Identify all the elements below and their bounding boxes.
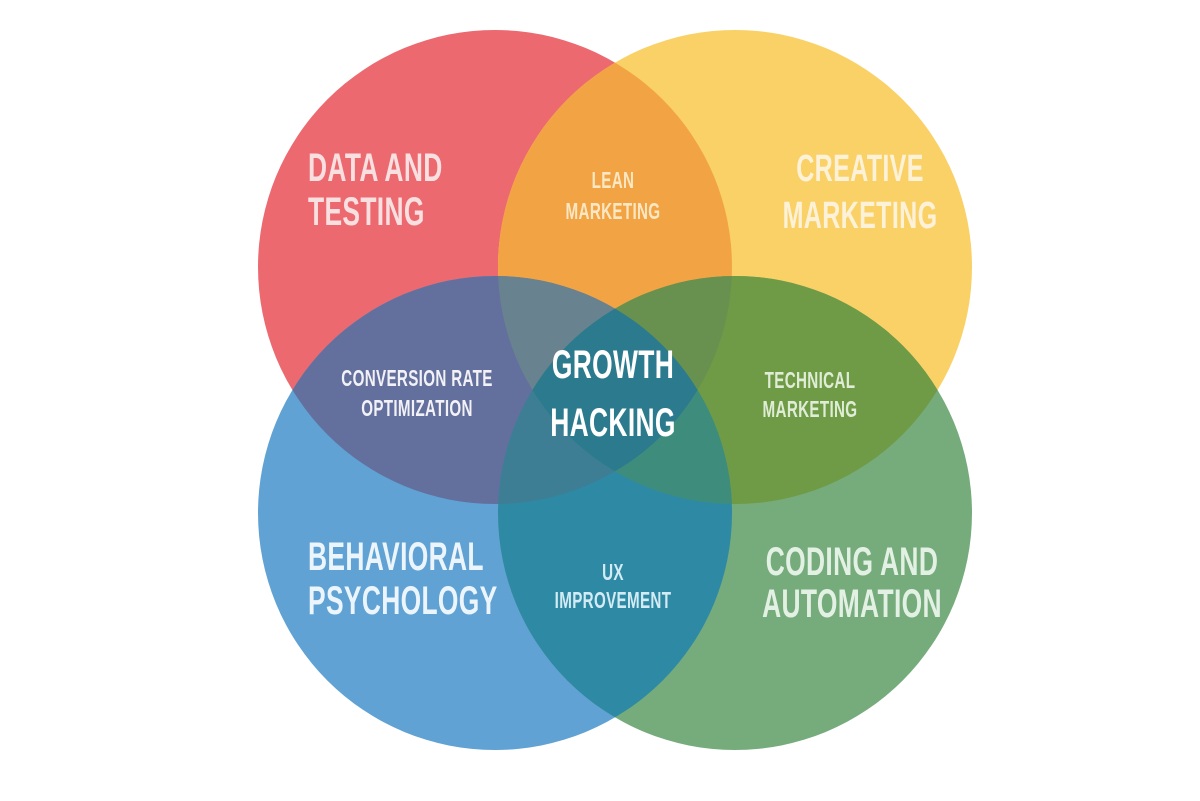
region-growth-hacking-center bbox=[498, 276, 732, 504]
label-lean-marketing: LEAN MARKETING bbox=[514, 165, 712, 227]
label-conversion-rate-optimization: CONVERSION RATE OPTIMIZATION bbox=[331, 363, 503, 423]
label-line: IMPROVEMENT bbox=[554, 587, 672, 613]
label-coding-and-automation: CODING AND AUTOMATION bbox=[746, 541, 957, 625]
label-creative-marketing: CREATIVE MARKETING bbox=[754, 146, 965, 240]
label-line: CREATIVE bbox=[796, 148, 924, 190]
label-line: MARKETING bbox=[565, 198, 661, 224]
label-line: LEAN bbox=[591, 167, 635, 193]
label-line: TESTING bbox=[308, 190, 425, 234]
label-line: GROWTH bbox=[551, 343, 675, 387]
label-line: BEHAVIORAL bbox=[308, 535, 484, 579]
label-line: CONVERSION RATE bbox=[341, 365, 493, 391]
label-line: MARKETING bbox=[782, 195, 938, 237]
label-line: UX bbox=[602, 559, 624, 585]
label-line: CODING AND bbox=[765, 540, 939, 584]
label-line: TECHNICAL bbox=[764, 367, 856, 393]
label-behavioral-psychology: BEHAVIORAL PSYCHOLOGY bbox=[308, 535, 498, 623]
label-growth-hacking: GROWTH HACKING bbox=[514, 336, 712, 452]
label-data-and-testing: DATA AND TESTING bbox=[308, 146, 443, 234]
label-line: HACKING bbox=[550, 401, 676, 445]
label-line: OPTIMIZATION bbox=[361, 395, 473, 421]
label-line: AUTOMATION bbox=[762, 582, 942, 626]
label-line: PSYCHOLOGY bbox=[308, 579, 498, 623]
label-line: MARKETING bbox=[762, 396, 858, 422]
label-line: DATA AND bbox=[308, 146, 443, 190]
label-technical-marketing: TECHNICAL MARKETING bbox=[724, 366, 896, 424]
label-ux-improvement: UX IMPROVEMENT bbox=[527, 558, 699, 614]
